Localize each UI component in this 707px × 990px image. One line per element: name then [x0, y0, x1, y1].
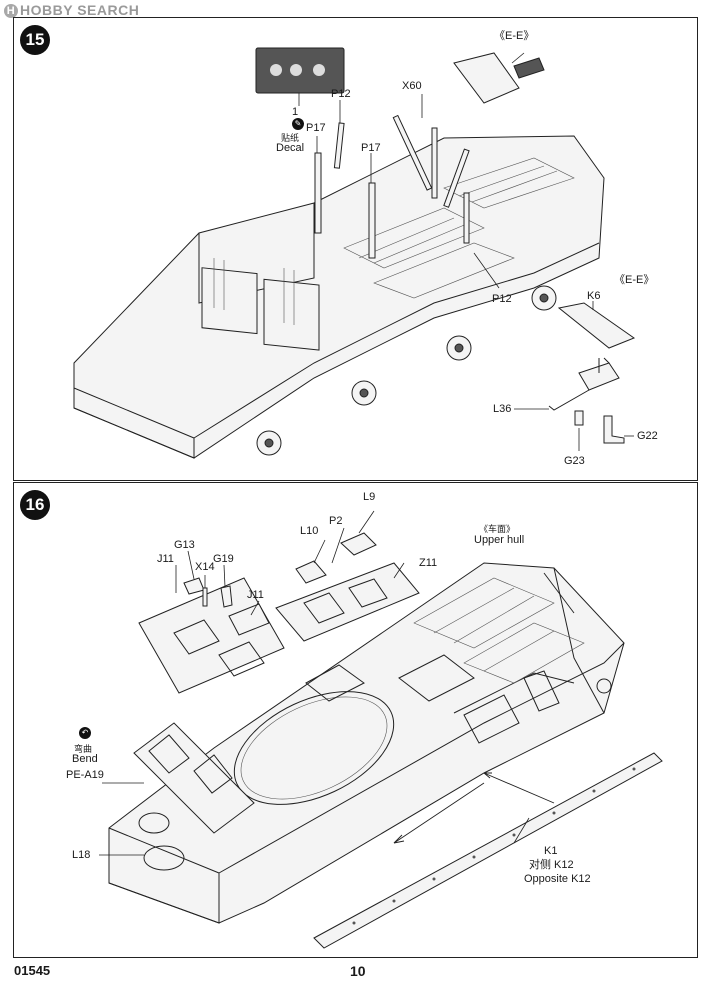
decal-icon: ✎	[292, 118, 304, 130]
label-l10: L10	[300, 525, 319, 537]
step-15-illustration	[73, 47, 636, 459]
label-ee-top: 《E-E》	[494, 30, 535, 42]
bend-icon: ↶	[79, 727, 91, 739]
product-code: 01545	[14, 963, 51, 978]
label-k12-en: Opposite K12	[524, 873, 591, 885]
decal-number: 1	[292, 106, 299, 118]
label-l18: L18	[72, 849, 91, 861]
step-16-panel: 16	[13, 482, 698, 958]
step-16-illustration	[99, 510, 663, 949]
label-p17-b: P17	[361, 142, 381, 154]
label-l36: L36	[493, 403, 512, 415]
label-k6: K6	[587, 290, 601, 302]
page-number: 10	[350, 963, 366, 979]
label-p2: P2	[329, 515, 343, 527]
decal-label-en: Decal	[276, 142, 305, 154]
label-g23: G23	[564, 455, 585, 467]
label-pe-a19: PE-A19	[66, 769, 104, 781]
label-p12-top: P12	[331, 88, 351, 100]
step-number: 15	[20, 25, 50, 55]
label-l9: L9	[363, 491, 376, 503]
label-g19: G19	[213, 553, 234, 565]
label-x14: X14	[195, 561, 215, 573]
bend-label-zh: 弯曲	[74, 744, 93, 754]
logo-icon: H	[4, 4, 18, 18]
label-j11-a: J11	[157, 553, 174, 565]
label-j11-b: J11	[247, 589, 264, 601]
label-p12-right: P12	[492, 293, 512, 305]
label-g22: G22	[637, 430, 658, 442]
label-k1: K1	[544, 845, 558, 857]
label-ee-right: 《E-E》	[614, 274, 655, 286]
decal-label-zh: 贴纸	[281, 133, 300, 143]
bend-label-en: Bend	[72, 753, 98, 765]
step-number: 16	[20, 490, 50, 520]
step-15-panel: 15	[13, 17, 698, 481]
upper-hull-label-zh: 《车面》	[479, 524, 516, 534]
label-z11: Z11	[419, 557, 438, 569]
label-x60: X60	[402, 80, 422, 92]
label-g13: G13	[174, 539, 195, 551]
label-p17-a: P17	[306, 122, 326, 134]
upper-hull-label-en: Upper hull	[474, 534, 525, 546]
label-k12-zh: 对侧 K12	[529, 859, 574, 871]
